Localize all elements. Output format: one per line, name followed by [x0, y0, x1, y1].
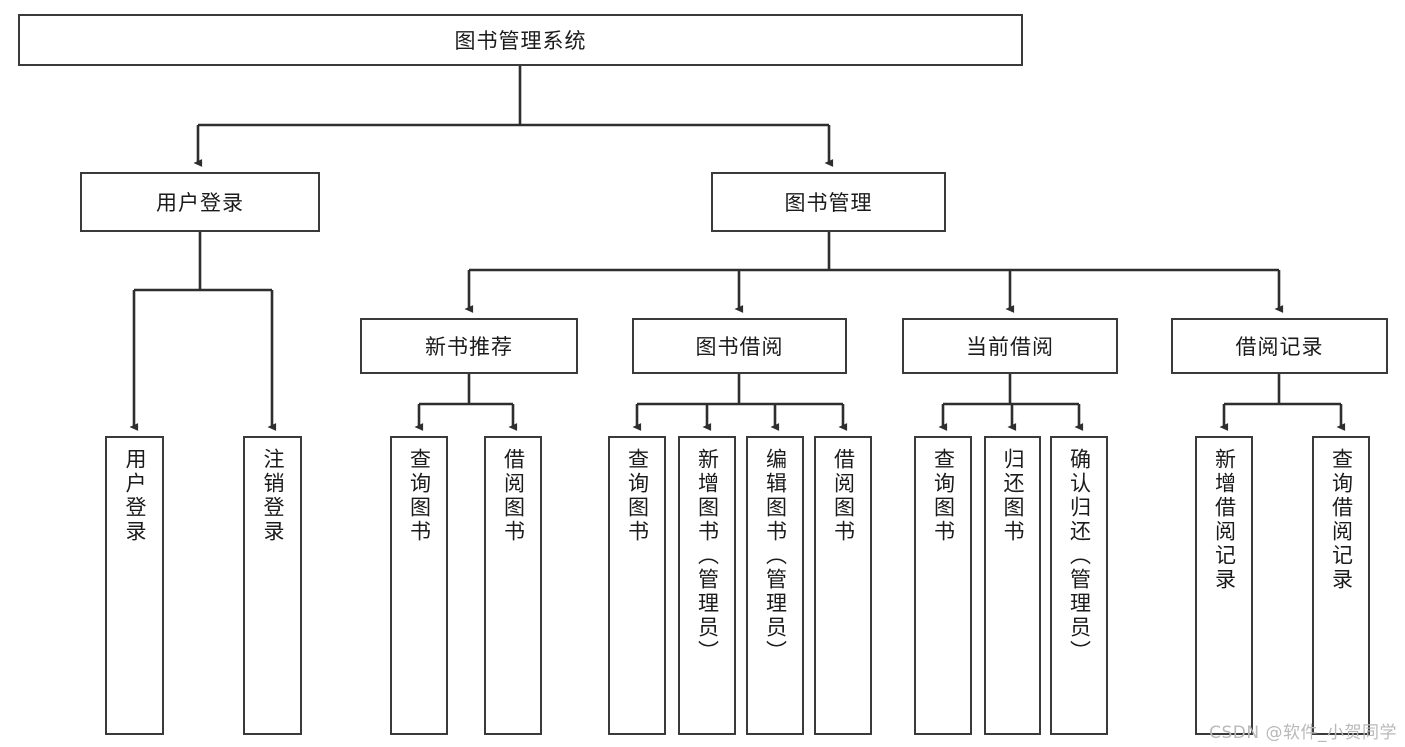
- leaf-add-borrow-record[interactable]: 新增借阅记录: [1195, 436, 1253, 735]
- leaf-borrow-book-bb[interactable]: 借阅图书: [814, 436, 872, 735]
- leaf-confirm-return-admin[interactable]: 确认归还（管理员）: [1050, 436, 1108, 735]
- leaf-return-book-label: 归还图书: [1001, 448, 1025, 544]
- leaf-query-book-nbr-label: 查询图书: [407, 448, 432, 544]
- leaf-query-borrow-record[interactable]: 查询借阅记录: [1312, 436, 1370, 735]
- leaf-query-book-cb-label: 查询图书: [931, 448, 956, 544]
- leaf-add-book-admin-label: 新增图书（管理员）: [695, 448, 720, 664]
- node-root-label: 图书管理系统: [454, 29, 587, 53]
- node-book-management[interactable]: 图书管理: [711, 172, 946, 232]
- leaf-query-borrow-record-label: 查询借阅记录: [1329, 448, 1354, 592]
- leaf-edit-book-admin-label: 编辑图书（管理员）: [763, 448, 788, 664]
- node-current-borrow-label: 当前借阅: [966, 335, 1054, 359]
- leaf-borrow-book-nbr[interactable]: 借阅图书: [484, 436, 542, 735]
- leaf-user-login-label: 用户登录: [123, 448, 147, 544]
- node-current-borrow[interactable]: 当前借阅: [902, 318, 1118, 374]
- leaf-logout[interactable]: 注销登录: [243, 436, 302, 735]
- leaf-return-book[interactable]: 归还图书: [984, 436, 1041, 735]
- node-borrow-record-label: 借阅记录: [1235, 335, 1324, 359]
- node-new-book-recommend-label: 新书推荐: [425, 335, 513, 359]
- leaf-query-book-bb-label: 查询图书: [625, 448, 650, 544]
- node-new-book-recommend[interactable]: 新书推荐: [360, 318, 578, 374]
- leaf-query-book-bb[interactable]: 查询图书: [608, 436, 666, 735]
- leaf-confirm-return-admin-label: 确认归还（管理员）: [1067, 448, 1092, 664]
- node-user-login[interactable]: 用户登录: [80, 172, 320, 232]
- node-root-system[interactable]: 图书管理系统: [18, 14, 1023, 66]
- leaf-user-login[interactable]: 用户登录: [105, 436, 164, 735]
- node-book-borrow-label: 图书借阅: [695, 335, 784, 359]
- leaf-edit-book-admin[interactable]: 编辑图书（管理员）: [746, 436, 804, 735]
- node-user-login-label: 用户登录: [156, 191, 244, 215]
- leaf-query-book-nbr[interactable]: 查询图书: [390, 436, 448, 735]
- node-borrow-record[interactable]: 借阅记录: [1171, 318, 1388, 374]
- leaf-add-borrow-record-label: 新增借阅记录: [1212, 448, 1237, 592]
- leaf-logout-label: 注销登录: [261, 448, 285, 544]
- leaf-borrow-book-bb-label: 借阅图书: [831, 448, 856, 544]
- node-book-management-label: 图书管理: [784, 191, 873, 215]
- leaf-add-book-admin[interactable]: 新增图书（管理员）: [678, 436, 736, 735]
- node-book-borrow[interactable]: 图书借阅: [632, 318, 847, 374]
- leaf-borrow-book-nbr-label: 借阅图书: [501, 448, 526, 544]
- leaf-query-book-cb[interactable]: 查询图书: [914, 436, 972, 735]
